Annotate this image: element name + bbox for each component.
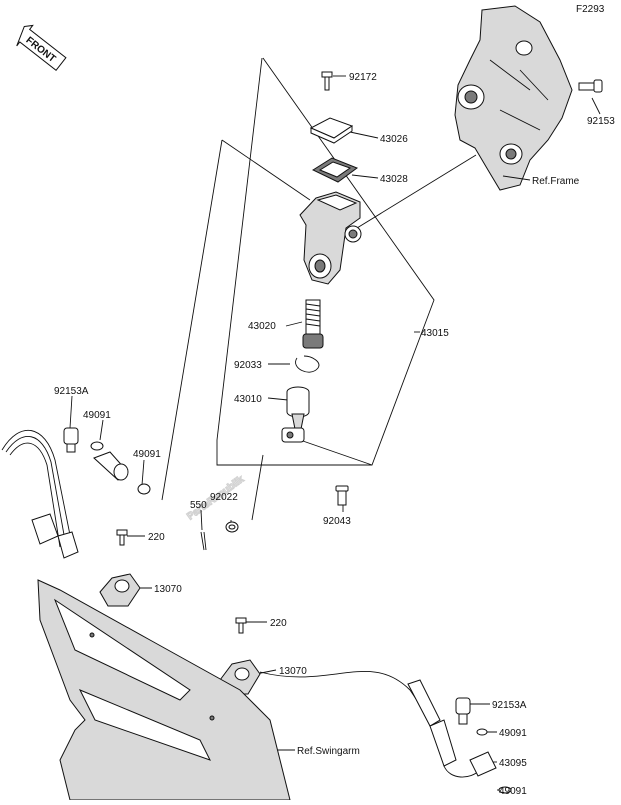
label-43026[interactable]: 43026	[380, 134, 408, 145]
brake-hose-left	[1, 430, 79, 559]
pin-92043	[335, 485, 349, 506]
label-550[interactable]: 550	[190, 500, 207, 511]
label-43015[interactable]: 43015	[421, 328, 449, 339]
label-49091-mid[interactable]: 49091	[133, 449, 161, 460]
pushrod-43010	[281, 386, 310, 443]
master-cylinder-body	[299, 191, 362, 285]
cap-43026	[309, 117, 354, 144]
label-49091-right-b[interactable]: 49091	[499, 786, 527, 797]
label-220-upper[interactable]: 220	[148, 532, 165, 543]
washer-49091-right-a	[476, 728, 488, 736]
washer-49091-right-b	[498, 786, 512, 794]
banjo-bolt-92153A-right	[455, 697, 471, 725]
part-labels: 92172 43026 43028 43020 43015 92033 4301…	[54, 72, 615, 797]
label-43020[interactable]: 43020	[248, 321, 276, 332]
banjo-bolt-92153A-left	[63, 427, 79, 453]
label-92153A-left[interactable]: 92153A	[54, 386, 89, 397]
circlip-92033	[295, 355, 320, 373]
label-49091-right-a[interactable]: 49091	[499, 728, 527, 739]
banjo-fitting-43095	[469, 751, 497, 777]
label-ref-swingarm[interactable]: Ref.Swingarm	[297, 746, 360, 757]
label-220-lower[interactable]: 220	[270, 618, 287, 629]
label-92043[interactable]: 92043	[323, 516, 351, 527]
piston-spring-43020	[302, 299, 324, 349]
washer-49091-mid	[137, 483, 151, 495]
diagram-code: F2293	[576, 4, 605, 15]
front-direction-badge: FRONT	[16, 24, 67, 72]
bolt-92153-top	[578, 79, 603, 93]
label-92153-top[interactable]: 92153	[587, 116, 615, 127]
label-13070-upper[interactable]: 13070	[154, 584, 182, 595]
clamp-13070-upper	[99, 573, 141, 607]
screw-220-upper	[116, 529, 128, 546]
label-49091-left[interactable]: 49091	[83, 410, 111, 421]
banjo-fitting-left	[93, 451, 129, 481]
swingarm-guard	[37, 579, 291, 801]
label-43010[interactable]: 43010	[234, 394, 262, 405]
screw-92172	[321, 71, 333, 91]
label-92022[interactable]: 92022	[210, 492, 238, 503]
cotter-pin-550	[200, 531, 207, 551]
assembly-outline	[161, 57, 435, 521]
label-43095[interactable]: 43095	[499, 758, 527, 769]
reference-labels: Ref.Frame Ref.Swingarm	[297, 176, 580, 757]
label-43028[interactable]: 43028	[380, 174, 408, 185]
diaphragm-43028	[311, 157, 359, 183]
washer-92022	[225, 521, 239, 533]
label-92033[interactable]: 92033	[234, 360, 262, 371]
label-92153A-right[interactable]: 92153A	[492, 700, 527, 711]
label-13070-lower[interactable]: 13070	[279, 666, 307, 677]
brake-hose-right	[259, 671, 481, 778]
leader-lines	[69, 75, 601, 791]
label-92172[interactable]: 92172	[349, 72, 377, 83]
frame-bracket	[454, 5, 573, 191]
washer-49091-left	[90, 441, 104, 451]
label-ref-frame[interactable]: Ref.Frame	[532, 176, 580, 187]
screw-220-lower	[235, 617, 247, 634]
